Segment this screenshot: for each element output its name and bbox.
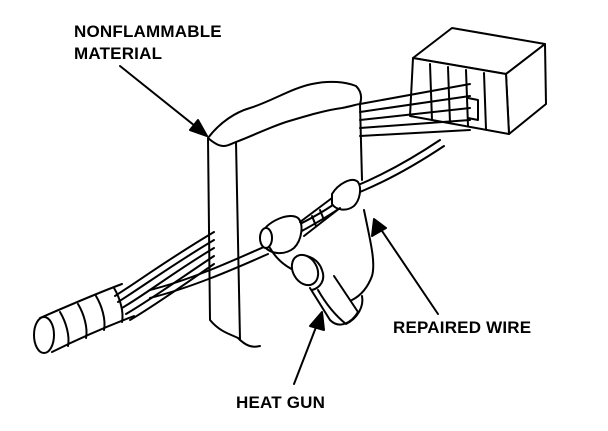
nonflammable-block bbox=[208, 82, 373, 347]
nonflammable-material-label-line1: NONFLAMMABLE bbox=[74, 22, 222, 41]
arrow-repaired-wire bbox=[380, 228, 438, 314]
arrow-material bbox=[120, 66, 200, 130]
heat-gun-label: HEAT GUN bbox=[236, 393, 326, 412]
leader-arrows bbox=[120, 66, 438, 384]
repaired-wire-label: REPAIRED WIRE bbox=[393, 318, 532, 337]
arrowhead-repaired-wire bbox=[372, 219, 386, 236]
heat-shrink-tube bbox=[260, 180, 360, 253]
arrowhead-material bbox=[190, 120, 207, 136]
wire-harness bbox=[115, 84, 470, 320]
heat-gun-nozzle bbox=[270, 248, 362, 325]
connector bbox=[410, 28, 546, 134]
nonflammable-material-label-line2: MATERIAL bbox=[74, 44, 163, 63]
arrow-heat-gun bbox=[294, 322, 318, 384]
repaired-wire bbox=[150, 140, 444, 298]
arrowhead-heat-gun bbox=[310, 312, 324, 330]
wrapped-tape bbox=[34, 284, 134, 353]
